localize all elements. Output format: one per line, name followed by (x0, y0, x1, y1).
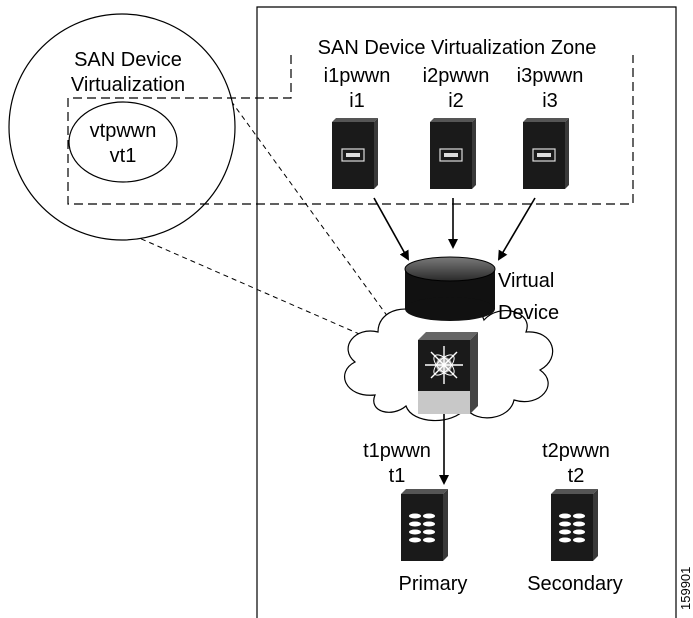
target-2-pwwn: t2pwwn (542, 440, 610, 462)
virtual-target-pwwn: vtpwwn (90, 120, 157, 142)
bubble-title-line1: SAN Device (74, 49, 182, 71)
server-icon (523, 118, 569, 189)
virtual-device-label-line1: Virtual (498, 270, 554, 292)
initiator-2-pwwn: i2pwwn (423, 65, 490, 87)
zone-title: SAN Device Virtualization Zone (318, 37, 597, 59)
fabric-panel-border (256, 6, 677, 618)
target-2-id: t2 (568, 465, 585, 487)
zone-border (67, 55, 634, 205)
virtual-device-label-line2: Device (498, 302, 559, 324)
initiator-1-id: i1 (349, 90, 365, 112)
target-1-role: Primary (399, 573, 468, 595)
target-2-role: Secondary (527, 573, 623, 595)
target-1-id: t1 (389, 465, 406, 487)
virtual-target-ellipse (68, 101, 178, 183)
zoom-line-upper (209, 71, 413, 351)
zoom-line-lower (74, 209, 413, 358)
bubble-title-line2: Virtualization (71, 74, 185, 96)
server-icon (430, 118, 476, 189)
initiator-1-arrow (373, 197, 409, 261)
virtual-target-id: vt1 (110, 145, 137, 167)
initiator-3-pwwn: i3pwwn (517, 65, 584, 87)
storage-array-icon (401, 489, 448, 561)
target-1-pwwn: t1pwwn (363, 440, 431, 462)
initiator-1-pwwn: i1pwwn (324, 65, 391, 87)
mds-switch-icon (418, 332, 478, 414)
server-icon (332, 118, 378, 189)
virtual-disk-icon (404, 256, 496, 321)
initiator-2-id: i2 (448, 90, 464, 112)
initiator-3-id: i3 (542, 90, 558, 112)
storage-array-icon (551, 489, 598, 561)
figure-id: 159901 (678, 567, 693, 610)
initiator-3-arrow (497, 197, 536, 261)
